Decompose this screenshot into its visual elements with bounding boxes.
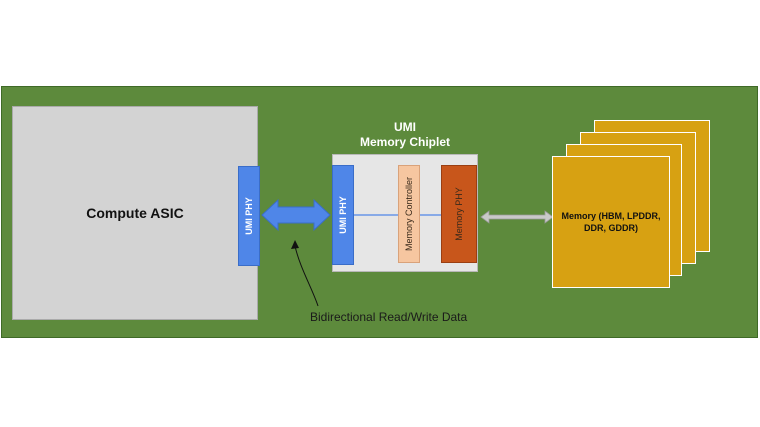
caption-pointer [294,245,319,307]
memory-phy-label: Memory PHY [454,187,465,241]
memory-label: Memory (HBM, LPDDR, DDR, GDDR) [561,211,661,233]
compute-asic-label: Compute ASIC [86,205,184,221]
caption-pointer-head [291,240,299,249]
memory-controller-label: Memory Controller [404,176,414,252]
chiplet-title-line2: Memory Chiplet [359,135,450,149]
bidirectional-arrow [261,198,331,232]
bidirectional-caption: Bidirectional Read/Write Data [310,310,468,324]
memory-phy-block: Memory PHY [441,165,477,263]
chiplet-title: UMI Memory Chiplet [330,120,480,150]
compute-asic-block: Compute ASIC [12,106,258,320]
asic-umi-phy-block: UMI PHY [238,166,260,266]
chiplet-title-line1: UMI [394,120,416,134]
memory-link-arrow [480,210,554,224]
memory-controller-block: Memory Controller [398,165,420,263]
chiplet-umi-phy-block: UMI PHY [332,165,354,265]
memory-stack-front: Memory (HBM, LPDDR, DDR, GDDR) [552,156,670,288]
